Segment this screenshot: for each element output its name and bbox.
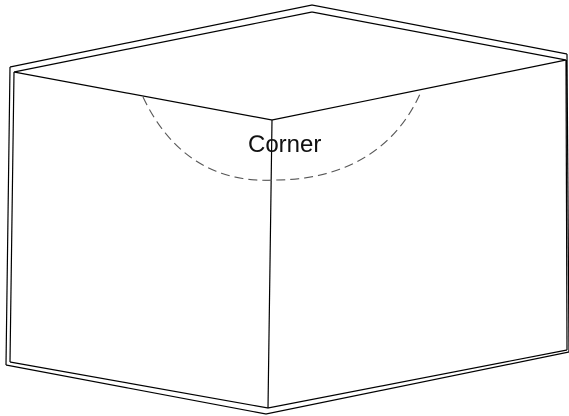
inner-bottom-edge [9, 349, 568, 409]
corner-label: Corner [248, 131, 321, 158]
front-top-left-rim [13, 71, 273, 121]
inner-left-edge [9, 71, 15, 363]
inner-top-right-edge [311, 11, 567, 61]
outer-top-edge [9, 4, 568, 68]
inner-right-edge [565, 59, 568, 351]
outer-left-edge [5, 66, 11, 366]
inner-top-left-edge [13, 11, 313, 73]
corner-dashed-arc [142, 93, 421, 181]
front-top-right-rim [271, 59, 567, 121]
outer-bottom-edge [5, 351, 569, 415]
corner-vertical-edge [267, 119, 273, 409]
